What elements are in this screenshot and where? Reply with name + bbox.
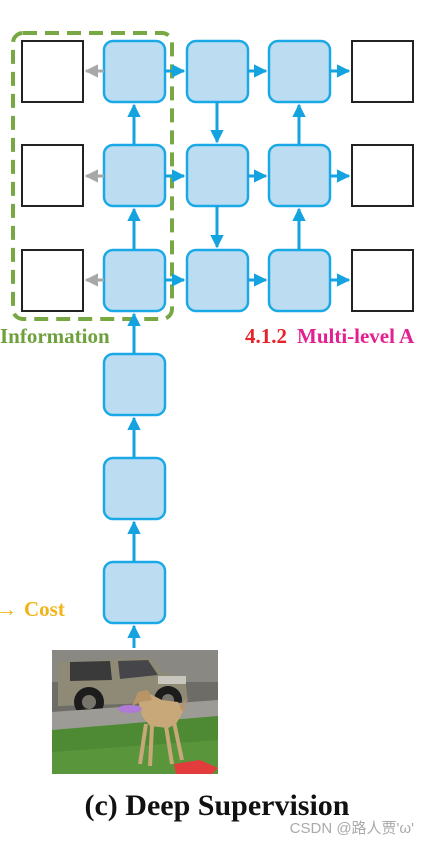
information-label: Information [0, 324, 110, 348]
output-box-left-bottom [21, 249, 84, 312]
neck-node-col2-top [185, 39, 250, 104]
neck-node-col2-bottom [185, 248, 250, 313]
cost-arrow-glyph: → [0, 597, 17, 621]
output-box-right-bottom [351, 249, 414, 312]
backbone-node-4 [102, 248, 167, 313]
backbone-node-2 [102, 456, 167, 521]
output-box-right-top [351, 40, 414, 103]
backbone-node-5 [102, 143, 167, 208]
output-box-left-top [21, 40, 84, 103]
multi-level-label: 4.1.2 Multi-level A [245, 324, 415, 348]
multi-level-text: Multi-level A [297, 324, 415, 348]
output-box-right-middle [351, 144, 414, 207]
neck-node-col3-bottom [267, 248, 332, 313]
neck-node-col3-top [267, 39, 332, 104]
backbone-node-6 [102, 39, 167, 104]
cost-text: Cost [24, 597, 65, 621]
section-number-label: 4.1.2 [245, 324, 287, 348]
neck-node-col3-middle [267, 143, 332, 208]
csdn-watermark: CSDN @路人贾'ω' [290, 820, 414, 837]
neck-node-col2-middle [185, 143, 250, 208]
output-box-left-middle [21, 144, 84, 207]
cost-label: → Cost [0, 597, 65, 621]
backbone-node-1 [102, 560, 167, 625]
backbone-node-3 [102, 352, 167, 417]
figure-caption: (c) Deep Supervision [85, 789, 350, 822]
dog-with-frisbee-photo [52, 650, 218, 774]
